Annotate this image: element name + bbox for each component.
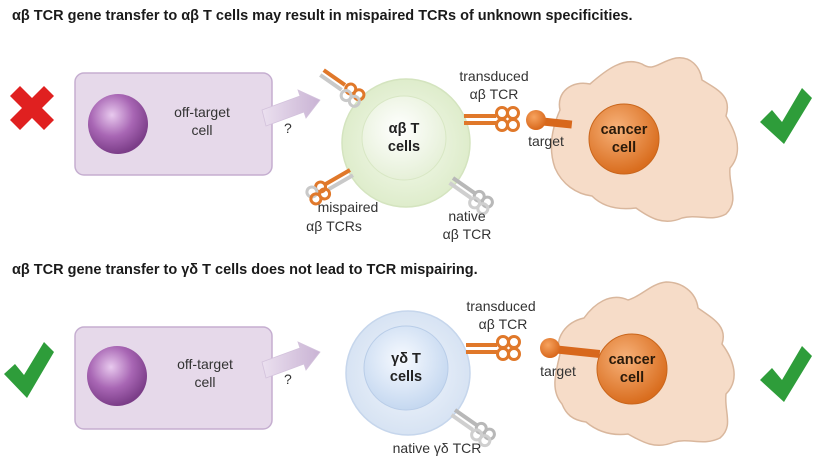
target-antigen-icon: [540, 338, 601, 358]
ab-t-cell: αβ T cells: [341, 78, 471, 208]
t-cell-label-line1: αβ T: [389, 121, 420, 137]
cancer-label-line2: cell: [612, 140, 636, 156]
green-check-icon: [4, 342, 54, 398]
target-label: target: [528, 133, 564, 149]
native-label-line2: αβ TCR: [443, 226, 492, 242]
cancer-label-line1: cancer: [609, 352, 656, 368]
target-antigen-icon: [526, 110, 573, 130]
off-target-label-line1: off-target: [174, 104, 230, 120]
arrow-icon: [261, 89, 321, 127]
transduced-label-line2: αβ TCR: [470, 86, 519, 102]
cancer-label-line2: cell: [620, 370, 644, 386]
gd-t-cell: γδ T cells: [345, 310, 471, 436]
off-target-cell-bottom: off-target cell: [74, 326, 273, 430]
cancer-cell-bottom: cancer cell: [554, 281, 735, 446]
native-label-line1: native: [448, 208, 486, 224]
transduced-label-line1: transduced: [459, 68, 528, 84]
off-target-label-line2: cell: [191, 122, 212, 138]
panel-bottom-title: αβ TCR gene transfer to γδ T cells does …: [12, 262, 478, 278]
transduced-tcr-icon: [466, 335, 521, 361]
panel-top-title: αβ TCR gene transfer to αβ T cells may r…: [12, 8, 633, 24]
t-cell-label-line2: cells: [390, 369, 422, 385]
target-label: target: [540, 363, 576, 379]
transduced-label-line2: αβ TCR: [479, 316, 528, 332]
transduced-label-line1: transduced: [466, 298, 535, 314]
mispaired-label-line2: αβ TCRs: [306, 218, 362, 234]
cancer-label-line1: cancer: [601, 122, 648, 138]
off-target-label-line1: off-target: [177, 356, 233, 372]
off-target-nucleus: [88, 94, 148, 154]
native-gd-label: native γδ TCR: [393, 440, 482, 456]
red-x-icon: [10, 86, 54, 130]
off-target-cell-top: off-target cell: [74, 72, 273, 176]
mispaired-tcr-icon: [305, 168, 354, 206]
arrow-icon: [261, 341, 321, 379]
t-cell-label-line1: γδ T: [391, 351, 421, 367]
question-mark: ?: [284, 120, 292, 136]
t-cell-label-line2: cells: [388, 139, 420, 155]
native-tcr-icon: [448, 176, 494, 216]
transduced-tcr-icon: [464, 106, 520, 132]
green-check-icon: [760, 346, 812, 402]
off-target-label-line2: cell: [194, 374, 215, 390]
green-check-icon: [760, 88, 812, 144]
mispaired-label-line1: mispaired: [318, 199, 379, 215]
mispaired-tcr-icon: [319, 68, 366, 108]
off-target-nucleus: [87, 346, 147, 406]
native-tcr-icon: [450, 408, 496, 448]
question-mark: ?: [284, 371, 292, 387]
cancer-cell-top: cancer cell: [550, 57, 739, 222]
